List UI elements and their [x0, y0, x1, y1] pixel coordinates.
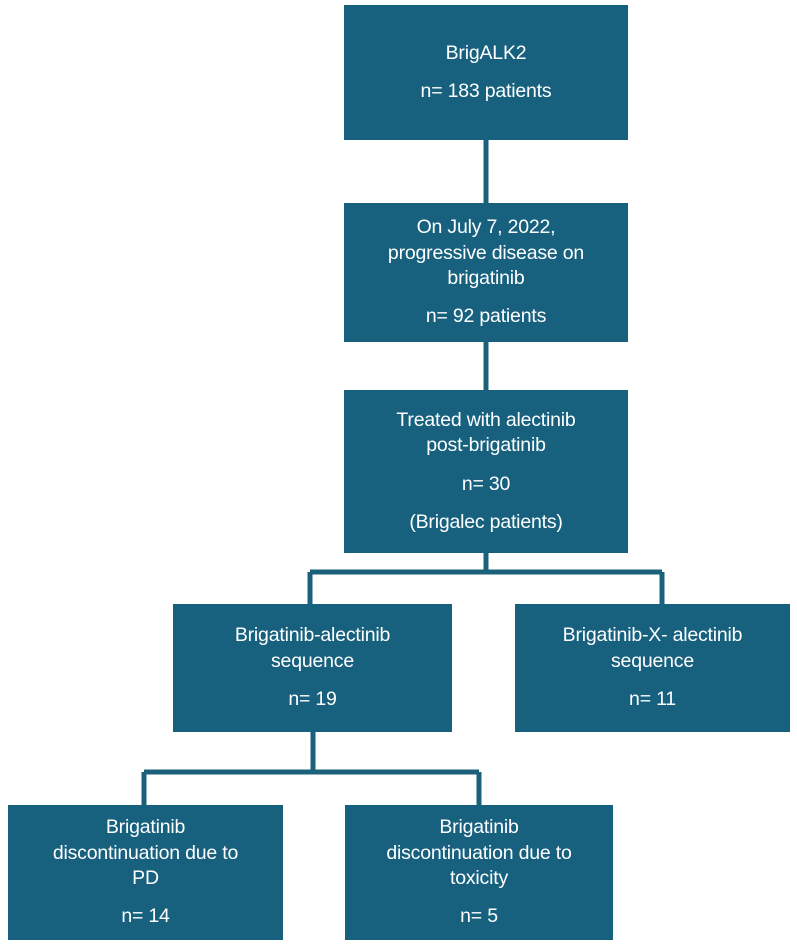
- node-treated-alectinib-line-0: Treated with alectinib: [396, 408, 576, 431]
- node-discontinuation-pd-line-2: PD: [132, 867, 159, 889]
- node-discontinuation-toxicity-line-1: discontinuation due to: [386, 841, 572, 864]
- node-progressive-disease-line-1: progressive disease on: [387, 241, 585, 264]
- node-progressive-disease-line-0: On July 7, 2022,: [416, 216, 556, 239]
- node-treated-alectinib-note: (Brigalec patients): [409, 510, 563, 533]
- node-treated-alectinib-line-1: post-brigatinib: [426, 434, 546, 457]
- node-brigalk2-line-0: BrigALK2: [445, 41, 527, 64]
- node-brigatinib-x-alectinib-sequence-count: n= 11: [629, 688, 676, 711]
- node-brigalk2-count: n= 183 patients: [420, 80, 552, 102]
- node-brigatinib-x-alectinib-sequence[interactable]: Brigatinib-X- alectinib sequence n= 11: [515, 604, 790, 732]
- node-discontinuation-toxicity-line-2: toxicity: [450, 867, 508, 889]
- node-discontinuation-pd-count: n= 14: [121, 905, 170, 928]
- node-brigatinib-alectinib-sequence-line-0: Brigatinib-alectinib: [234, 624, 391, 647]
- node-discontinuation-toxicity-line-0: Brigatinib: [439, 816, 519, 839]
- node-progressive-disease[interactable]: On July 7, 2022, progressive disease on …: [344, 203, 628, 342]
- node-discontinuation-pd-line-1: discontinuation due to: [52, 841, 239, 864]
- node-discontinuation-pd[interactable]: Brigatinib discontinuation due to PD n= …: [8, 805, 283, 940]
- node-brigalk2[interactable]: BrigALK2 n= 183 patients: [344, 5, 628, 140]
- node-discontinuation-toxicity-count: n= 5: [460, 905, 498, 928]
- node-treated-alectinib[interactable]: Treated with alectinib post-brigatinib n…: [344, 390, 628, 553]
- node-discontinuation-toxicity[interactable]: Brigatinib discontinuation due to toxici…: [345, 805, 613, 940]
- node-brigatinib-alectinib-sequence[interactable]: Brigatinib-alectinib sequence n= 19: [173, 604, 452, 732]
- node-brigatinib-alectinib-sequence-count: n= 19: [288, 688, 337, 711]
- node-brigatinib-x-alectinib-sequence-line-1: sequence: [611, 649, 694, 672]
- node-treated-alectinib-count: n= 30: [461, 472, 511, 495]
- node-progressive-disease-line-2: brigatinib: [447, 267, 525, 289]
- node-brigatinib-x-alectinib-sequence-line-0: Brigatinib-X- alectinib: [562, 624, 743, 647]
- node-progressive-disease-count: n= 92 patients: [425, 305, 547, 328]
- node-brigatinib-alectinib-sequence-line-1: sequence: [271, 649, 354, 672]
- node-discontinuation-pd-line-0: Brigatinib: [105, 816, 186, 839]
